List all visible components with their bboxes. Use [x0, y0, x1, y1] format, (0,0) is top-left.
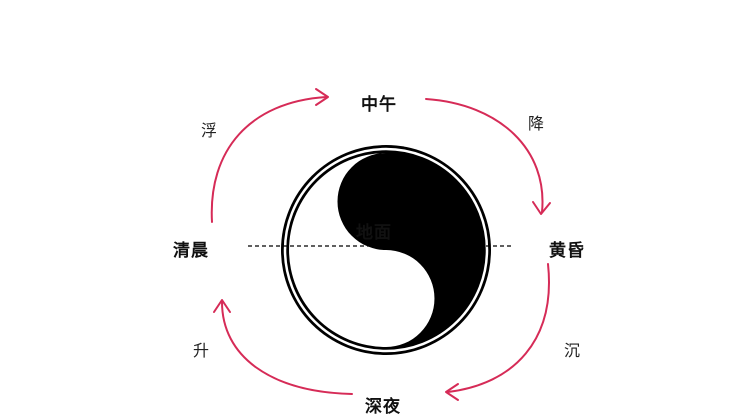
- arrow-noon-to-dusk: [425, 98, 544, 213]
- label-descend: 降: [528, 114, 545, 133]
- label-float: 浮: [201, 121, 218, 140]
- cycle-arrows: [210, 88, 551, 401]
- yin-dot: [369, 184, 403, 218]
- arrow-dusk-to-midnight: [447, 263, 550, 393]
- label-rise: 升: [193, 341, 210, 360]
- arrow-dawn-to-noon-head: [315, 88, 329, 106]
- label-noon: 中午: [361, 95, 397, 115]
- arrow-noon-to-dusk-head: [532, 201, 551, 215]
- label-dawn: 清晨: [173, 241, 209, 261]
- label-sink: 沉: [564, 341, 581, 360]
- yin-yang-symbol: [281, 145, 491, 355]
- arrow-midnight-to-dawn-head: [213, 299, 231, 313]
- label-dusk: 黄昏: [549, 241, 585, 261]
- label-midnight: 深夜: [365, 397, 401, 417]
- arrow-midnight-to-dawn: [221, 301, 353, 395]
- label-ground: 地面: [356, 223, 392, 243]
- arrow-dawn-to-noon: [210, 96, 327, 223]
- arrow-dusk-to-midnight-head: [445, 383, 459, 401]
- yin-yang-ring-gap: [283, 147, 489, 353]
- yang-dot: [369, 282, 403, 316]
